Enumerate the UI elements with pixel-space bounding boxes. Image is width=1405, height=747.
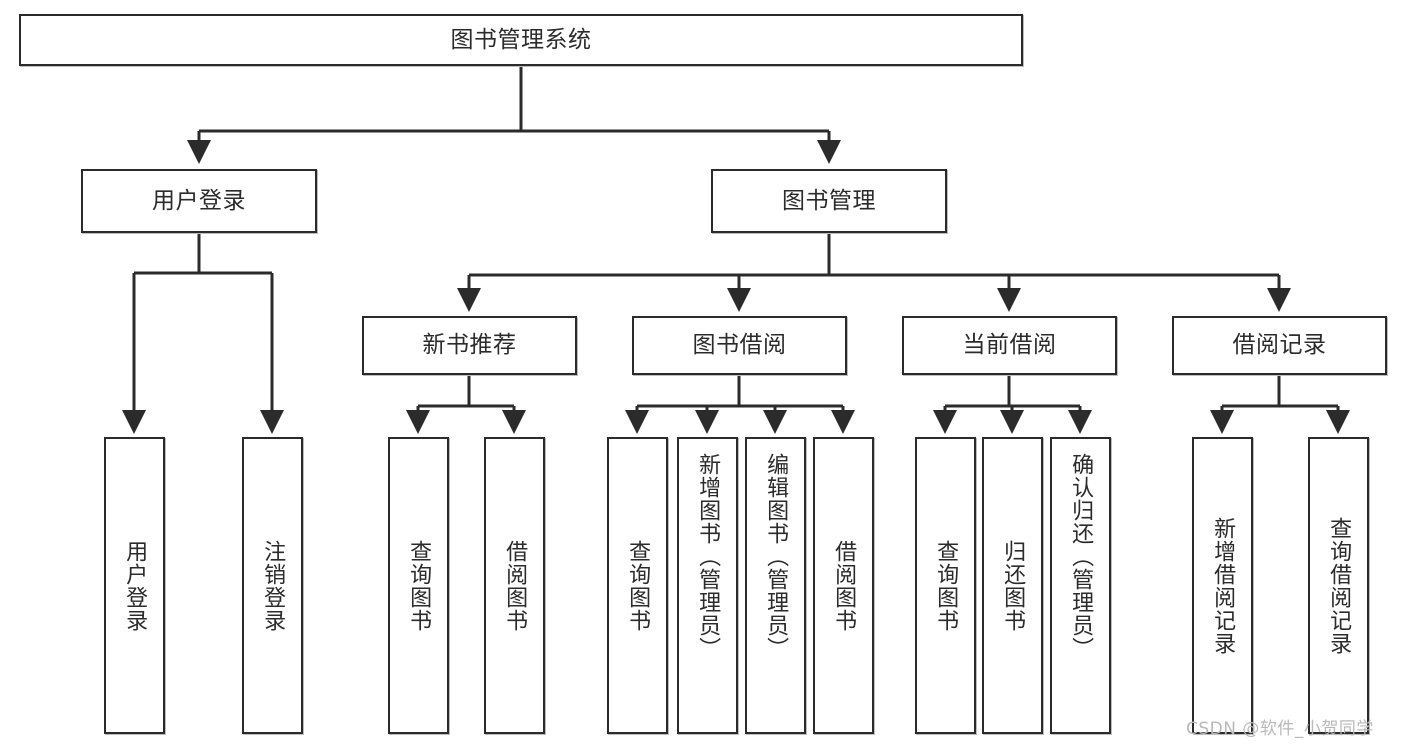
leaf-logout[interactable]: 注销登录 — [242, 437, 303, 734]
node-label: 用户登录 — [122, 539, 148, 632]
node-label: 当前借阅 — [962, 332, 1057, 359]
node-label: 查询图书 — [406, 539, 432, 632]
leaf-query-book-current[interactable]: 查询图书 — [915, 437, 976, 734]
node-label: 用户登录 — [152, 187, 246, 214]
node-root-system[interactable]: 图书管理系统 — [19, 14, 1023, 66]
leaf-edit-book-admin[interactable]: 编辑图书（管理员） — [745, 437, 806, 734]
node-label: 图书管理 — [782, 187, 876, 214]
node-label: 图书管理系统 — [450, 26, 592, 53]
node-label: 查询图书 — [625, 539, 651, 632]
node-borrow-record[interactable]: 借阅记录 — [1172, 316, 1387, 375]
leaf-user-login[interactable]: 用户登录 — [104, 437, 165, 734]
node-book-management[interactable]: 图书管理 — [711, 169, 947, 233]
node-label: 查询图书 — [933, 539, 959, 632]
leaf-query-book-recommend[interactable]: 查询图书 — [388, 437, 449, 734]
node-label: 新增借阅记录 — [1210, 516, 1236, 655]
node-label: 确认归还（管理员） — [1068, 453, 1094, 660]
node-current-borrow[interactable]: 当前借阅 — [902, 316, 1117, 375]
leaf-add-book-admin[interactable]: 新增图书（管理员） — [677, 437, 738, 734]
node-label: 归还图书 — [1000, 539, 1026, 632]
node-book-borrow[interactable]: 图书借阅 — [632, 316, 847, 375]
leaf-return-book[interactable]: 归还图书 — [982, 437, 1043, 734]
node-user-login[interactable]: 用户登录 — [81, 169, 317, 233]
leaf-borrow-book[interactable]: 借阅图书 — [813, 437, 874, 734]
node-label: 新书推荐 — [422, 332, 517, 359]
node-new-book-recommend[interactable]: 新书推荐 — [362, 316, 577, 375]
node-label: 借阅记录 — [1232, 332, 1327, 359]
leaf-add-borrow-record[interactable]: 新增借阅记录 — [1192, 437, 1253, 734]
node-label: 编辑图书（管理员） — [763, 453, 789, 660]
node-label: 图书借阅 — [692, 332, 787, 359]
node-label: 借阅图书 — [502, 539, 528, 632]
node-label: 借阅图书 — [831, 539, 857, 632]
csdn-watermark: CSDN @软件_小贺同学 — [1186, 719, 1374, 739]
node-label: 查询借阅记录 — [1326, 516, 1352, 655]
leaf-query-book-borrow[interactable]: 查询图书 — [607, 437, 668, 734]
leaf-confirm-return-admin[interactable]: 确认归还（管理员） — [1050, 437, 1111, 734]
leaf-borrow-book-recommend[interactable]: 借阅图书 — [484, 437, 545, 734]
node-label: 新增图书（管理员） — [695, 453, 721, 660]
leaf-query-borrow-record[interactable]: 查询借阅记录 — [1308, 437, 1369, 734]
node-label: 注销登录 — [260, 539, 286, 632]
